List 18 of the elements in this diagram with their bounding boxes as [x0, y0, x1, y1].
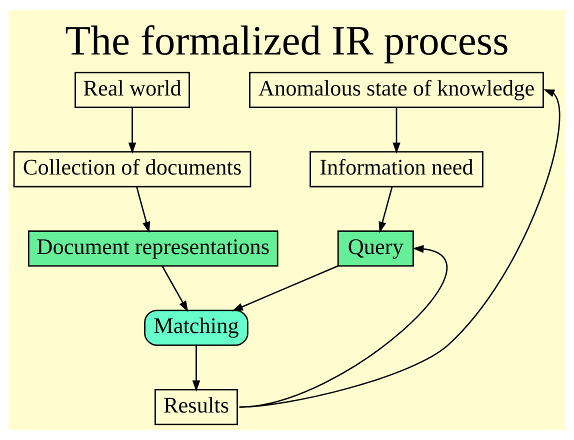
- node-box: Document representations: [28, 230, 278, 267]
- arrow: [162, 266, 188, 312]
- node-box: Information need: [310, 151, 484, 188]
- arrow: [392, 108, 400, 154]
- arrow: [128, 108, 136, 154]
- arrow: [239, 245, 448, 408]
- arrow: [192, 345, 200, 392]
- node-box: Collection of documents: [13, 151, 252, 188]
- arrow: [232, 265, 338, 312]
- node-box: Real world: [74, 72, 190, 108]
- arrow: [378, 186, 393, 233]
- node-box: Matching: [144, 310, 248, 346]
- node-box: Anomalous state of knowledge: [249, 72, 544, 108]
- diagram-title: The formalized IR process: [65, 18, 509, 65]
- node-box: Query: [337, 230, 414, 267]
- node-box: Results: [154, 388, 238, 426]
- arrow: [239, 89, 560, 408]
- arrow: [136, 186, 150, 233]
